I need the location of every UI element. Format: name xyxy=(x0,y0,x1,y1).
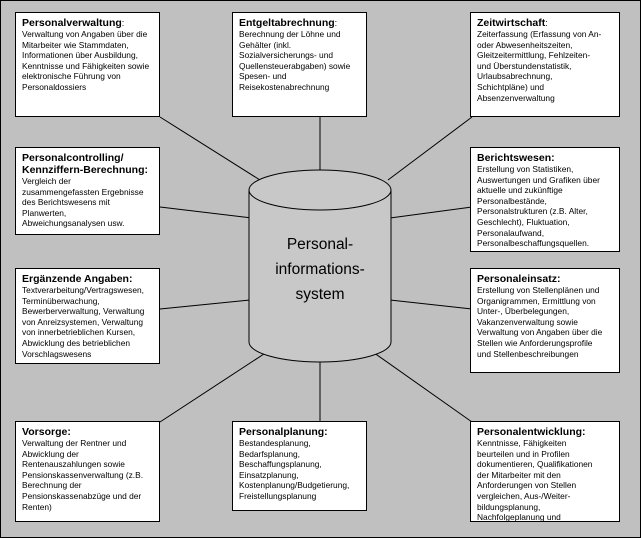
database-cylinder-icon xyxy=(248,169,392,363)
box-body: Erstellung von Stellenplänen und Organig… xyxy=(477,285,603,359)
box-entgeltabrechnung: Entgeltabrechnung: Berechnung der Löhne … xyxy=(232,12,367,117)
box-personalentwicklung: Personalentwicklung: Kenntnisse, Fähigke… xyxy=(470,421,620,522)
box-title: Berichtswesen: xyxy=(477,152,555,164)
box-body: Textverarbeitung/Vertragswesen, Terminüb… xyxy=(22,285,145,359)
box-body: Berechnung der Löhne und Gehälter (inkl.… xyxy=(239,29,351,92)
box-title: Personalverwaltung: xyxy=(22,17,125,29)
box-personalcontrolling: Personalcontrolling/ Kennziffern-Berechn… xyxy=(15,147,160,235)
connector-personaleinsatz xyxy=(389,299,473,310)
box-title: Zeitwirtschaft: xyxy=(477,17,548,29)
box-personalverwaltung: Personalverwaltung: Verwaltung von Angab… xyxy=(15,12,160,117)
connector-personalcontrolling xyxy=(159,206,253,219)
box-title: Personalentwicklung: xyxy=(477,426,586,438)
connector-personalentwicklung xyxy=(369,349,473,423)
box-body: Verwaltung der Rentner und Abwicklung de… xyxy=(22,438,144,512)
box-title: Entgeltabrechnung: xyxy=(239,17,338,29)
box-title: Personaleinsatz: xyxy=(477,273,561,285)
box-body: Vergleich der zusammengefassten Ergebnis… xyxy=(22,176,144,229)
box-berichtswesen: Berichtswesen: Erstellung von Statistike… xyxy=(470,147,620,252)
box-body: Bestandesplanung, Bedarfsplanung, Bescha… xyxy=(239,438,350,501)
connector-berichtswesen xyxy=(389,206,473,219)
connector-personalverwaltung xyxy=(159,116,261,181)
box-ergaenzende-angaben: Ergänzende Angaben: Textverarbeitung/Ver… xyxy=(15,268,160,364)
box-body: Kenntnisse, Fähigkeiten beurteilen und i… xyxy=(477,438,593,522)
box-title: Personalcontrolling/ Kennziffern-Berechn… xyxy=(22,152,148,176)
box-vorsorge: Vorsorge: Verwaltung der Rentner und Abw… xyxy=(15,421,160,522)
box-zeitwirtschaft: Zeitwirtschaft: Zeiterfassung (Erfassung… xyxy=(470,12,620,117)
box-personaleinsatz: Personaleinsatz: Erstellung von Stellenp… xyxy=(470,268,620,373)
box-title: Ergänzende Angaben: xyxy=(22,273,133,285)
box-body: Erstellung von Statistiken, Auswertungen… xyxy=(477,164,600,249)
box-body: Verwaltung von Angaben über die Mitarbei… xyxy=(22,29,150,92)
connector-zeitwirtschaft xyxy=(387,116,473,181)
box-title: Personalplanung: xyxy=(239,426,328,438)
center-label: Personal- informations- system xyxy=(275,236,365,303)
connector-vorsorge xyxy=(159,349,271,423)
box-body: Zeiterfassung (Erfassung von An- oder Ab… xyxy=(477,29,602,103)
box-personalplanung: Personalplanung: Bestandesplanung, Bedar… xyxy=(232,421,367,511)
box-title: Vorsorge: xyxy=(22,426,71,438)
connector-ergaenzende xyxy=(159,299,251,310)
